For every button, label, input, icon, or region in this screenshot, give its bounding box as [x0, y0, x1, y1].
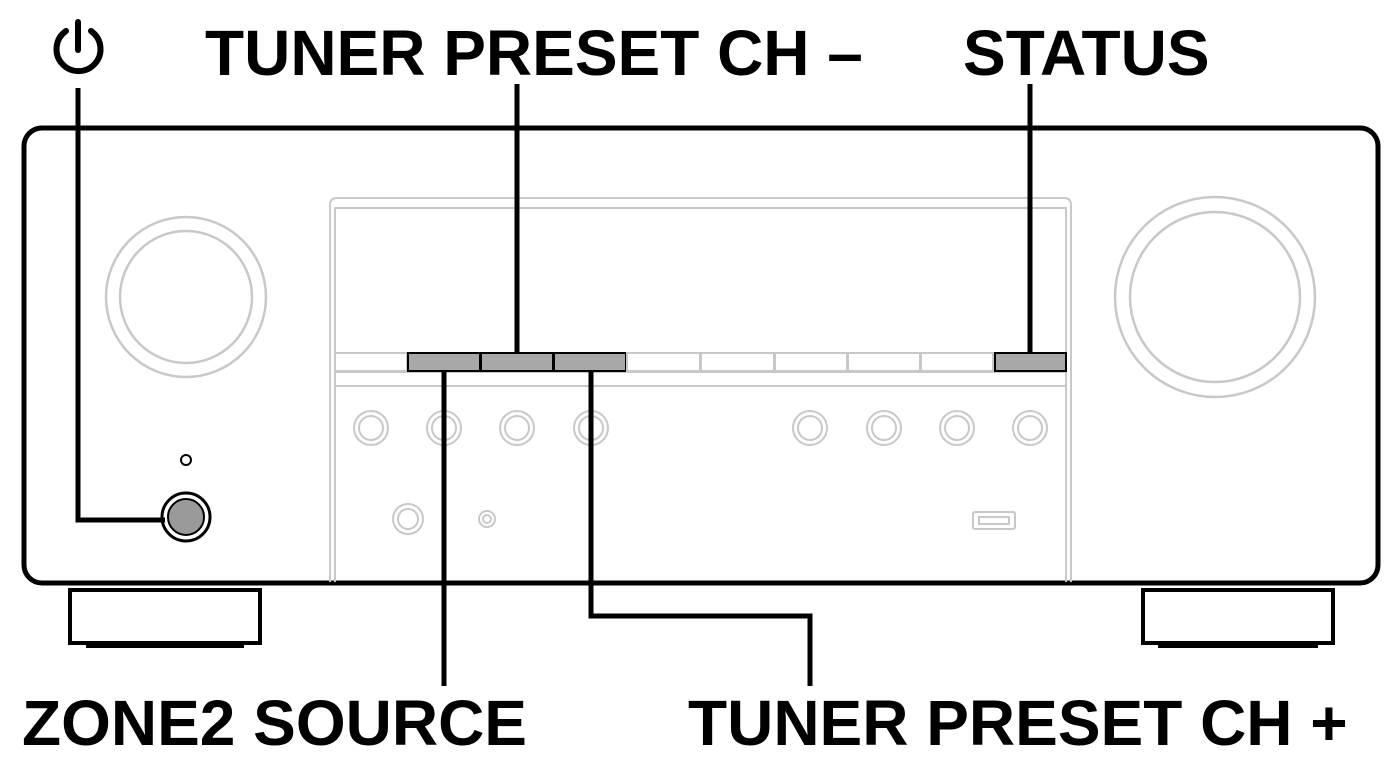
power-leader-line [75, 88, 165, 523]
strip-button-8[interactable] [847, 352, 921, 372]
tuner-preset-minus-label: TUNER PRESET CH – [205, 17, 863, 89]
zone2-source-button[interactable] [407, 352, 481, 372]
button-strip [334, 352, 1067, 372]
strip-button-6[interactable] [700, 352, 775, 372]
round-button[interactable] [353, 410, 389, 446]
headphone-jack[interactable] [392, 503, 424, 535]
strip-button-7[interactable] [774, 352, 848, 372]
strip-button-9[interactable] [920, 352, 994, 372]
tuner-preset-plus-button[interactable] [553, 352, 627, 372]
round-button[interactable] [499, 410, 535, 446]
status-button[interactable] [994, 352, 1067, 372]
round-button[interactable] [1012, 410, 1048, 446]
tuner-preset-plus-label: TUNER PRESET CH + [688, 687, 1348, 759]
round-button[interactable] [792, 410, 828, 446]
setup-mic-jack[interactable] [478, 510, 496, 528]
zone2-source-label: ZONE2 SOURCE [22, 687, 527, 759]
left-foot [68, 588, 262, 648]
tuner-preset-minus-button[interactable] [480, 352, 554, 372]
round-buttons-row [353, 410, 1048, 446]
strip-button-1[interactable] [334, 352, 408, 372]
right-foot [1141, 588, 1335, 648]
round-button[interactable] [939, 410, 975, 446]
power-button[interactable] [160, 491, 212, 543]
leader-lines [75, 84, 1033, 686]
input-selector-knob[interactable] [104, 215, 268, 379]
power-indicator [180, 454, 192, 466]
master-volume-knob[interactable] [1113, 195, 1317, 399]
tuner-preset-plus-leader-line [588, 371, 813, 686]
power-icon [53, 19, 104, 75]
usb-port[interactable] [972, 511, 1016, 530]
strip-button-5[interactable] [626, 352, 701, 372]
status-label: STATUS [963, 17, 1210, 89]
round-button[interactable] [866, 410, 902, 446]
